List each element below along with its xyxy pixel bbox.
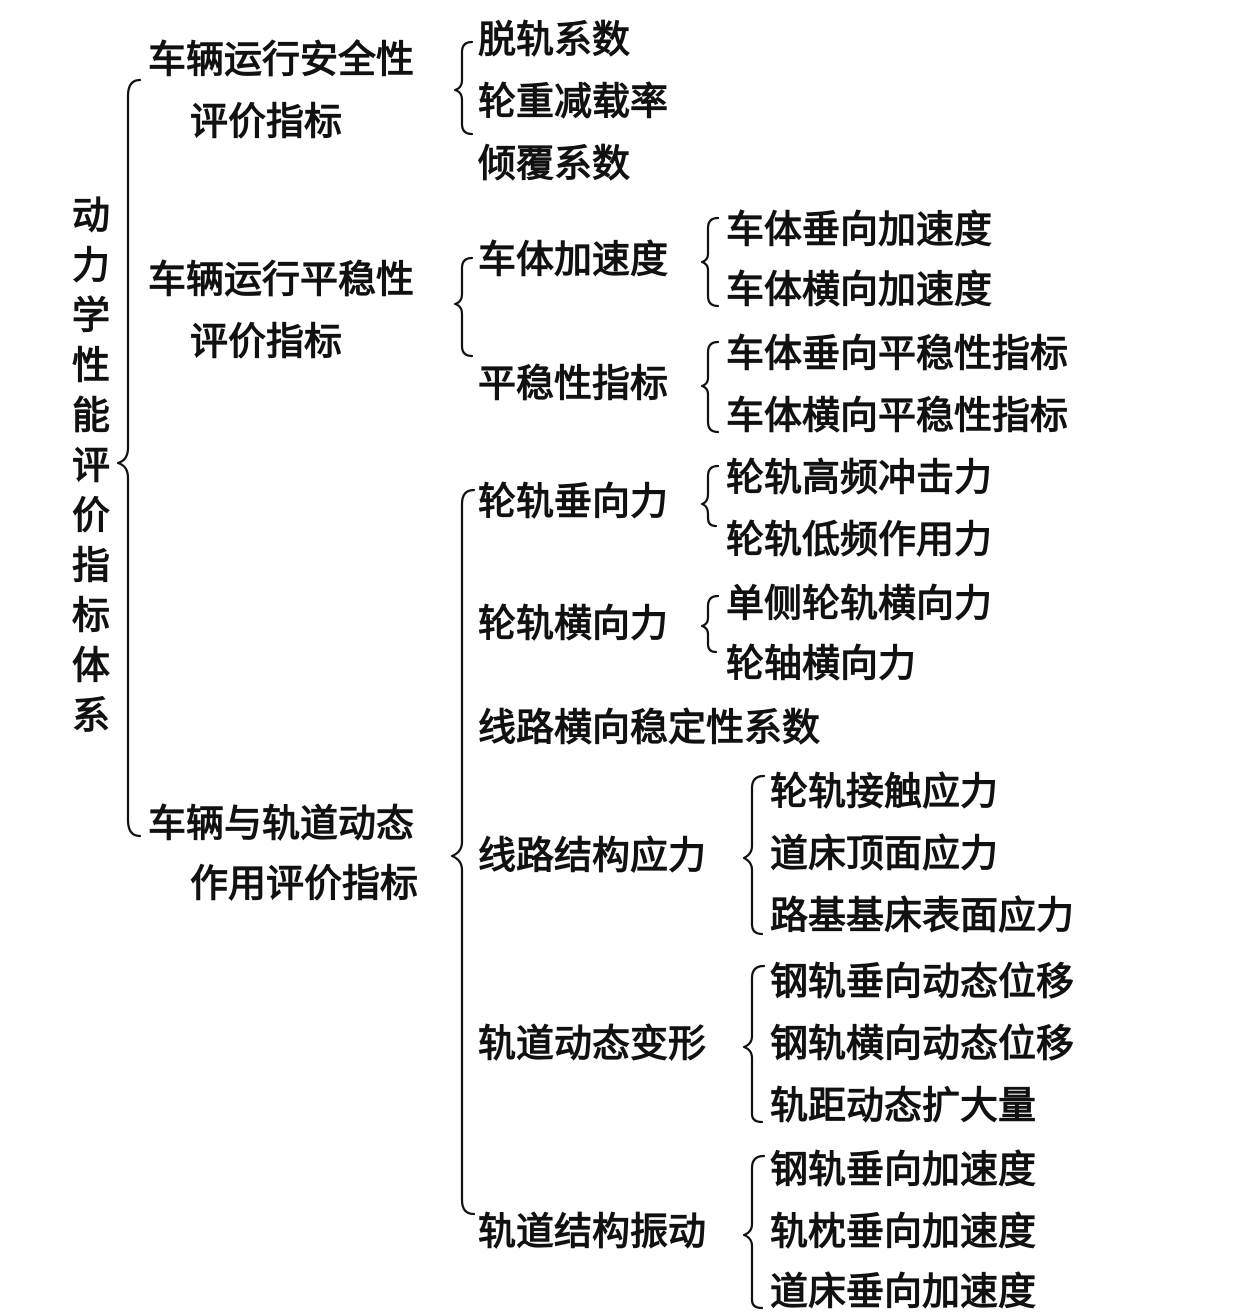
root-char: 力: [72, 244, 110, 288]
track-deformation-brace: [742, 964, 766, 1124]
root-char: 系: [72, 694, 110, 738]
category-label: 车辆与轨道动态: [148, 802, 414, 846]
indicator-ride-comfort-index: 平稳性指标: [478, 362, 668, 406]
sub-indicator: 钢轨横向动态位移: [770, 1022, 1074, 1066]
sub-indicator: 钢轨垂向加速度: [770, 1148, 1036, 1192]
sub-indicator: 车体垂向平稳性指标: [726, 332, 1068, 376]
category-safety: 车辆运行安全性 评价指标: [148, 38, 414, 144]
car-body-accel-brace: [700, 216, 720, 308]
structure-stress-brace: [742, 774, 766, 936]
category-interaction: 车辆与轨道动态 作用评价指标: [148, 802, 418, 906]
root-char: 能: [72, 394, 110, 438]
sub-indicator: 轨距动态扩大量: [770, 1084, 1036, 1128]
track-vibration-brace: [742, 1154, 766, 1310]
category-label: 作用评价指标: [190, 862, 418, 906]
category-comfort: 车辆运行平稳性 评价指标: [148, 258, 414, 364]
indicator-track-lateral-stability: 线路横向稳定性系数: [478, 706, 820, 750]
indicator-derailment-coefficient: 脱轨系数: [478, 18, 630, 62]
sub-indicator: 轮轨接触应力: [770, 770, 998, 814]
sub-indicator: 路基基床表面应力: [770, 894, 1074, 938]
root-char: 学: [72, 294, 110, 338]
root-char: 标: [72, 594, 110, 638]
braces: [116, 40, 766, 1310]
sub-indicator: 单侧轮轨横向力: [726, 582, 992, 626]
indicator-wheel-unloading-rate: 轮重减载率: [478, 80, 668, 124]
category-label: 评价指标: [190, 320, 342, 364]
root-char: 评: [72, 444, 110, 488]
category-label: 车辆运行平稳性: [148, 258, 414, 302]
comfort-index-brace: [700, 340, 720, 434]
indicator-wheel-rail-vertical-force: 轮轨垂向力: [478, 480, 668, 524]
sub-indicator: 车体垂向加速度: [726, 208, 992, 252]
category-label: 评价指标: [190, 100, 342, 144]
root-brace: [116, 78, 142, 838]
indicator-overturning-coefficient: 倾覆系数: [477, 142, 630, 186]
indicator-track-structure-vibration: 轨道结构振动: [478, 1210, 706, 1254]
indicator-wheel-rail-lateral-force: 轮轨横向力: [478, 602, 668, 646]
root-title: 动 力 学 性 能 评 价 指 标 体 系: [72, 194, 110, 738]
sub-indicator: 轮轨低频作用力: [726, 518, 992, 562]
comfort-brace: [453, 256, 474, 358]
sub-indicator: 道床顶面应力: [770, 832, 998, 876]
indicator-track-dynamic-deformation: 轨道动态变形: [478, 1022, 706, 1066]
category-label: 车辆运行安全性: [148, 38, 414, 82]
sub-indicator: 车体横向平稳性指标: [726, 394, 1068, 438]
root-char: 价: [72, 494, 110, 538]
indicator-car-body-acceleration: 车体加速度: [478, 238, 668, 282]
safety-brace: [453, 40, 474, 136]
root-char: 体: [72, 644, 110, 688]
interaction-brace: [450, 488, 476, 1216]
indicator-track-structure-stress: 线路结构应力: [478, 834, 706, 878]
sub-indicator: 轨枕垂向加速度: [770, 1210, 1036, 1254]
sub-indicator: 钢轨垂向动态位移: [770, 960, 1074, 1004]
sub-indicator: 道床垂向加速度: [770, 1270, 1036, 1314]
sub-indicator: 轮轴横向力: [726, 642, 916, 686]
root-char: 动: [72, 194, 110, 238]
root-char: 性: [72, 344, 110, 388]
lateral-force-brace: [700, 594, 720, 654]
sub-indicator: 车体横向加速度: [726, 268, 992, 312]
sub-indicator: 轮轨高频冲击力: [726, 456, 992, 500]
vertical-force-brace: [700, 464, 720, 528]
root-char: 指: [72, 544, 110, 588]
